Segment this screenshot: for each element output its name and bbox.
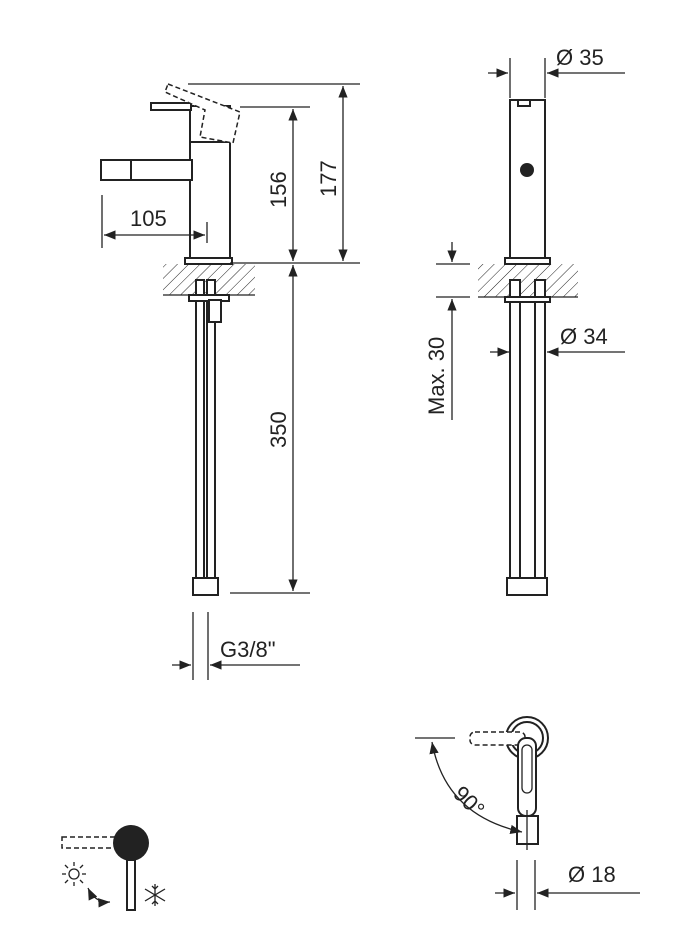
dim-hose-length: 350 (266, 411, 291, 448)
base-plate (184, 257, 233, 265)
lever-dashed (61, 836, 118, 849)
rotation-arc (429, 741, 523, 835)
dim-handle-rotation: 90° (448, 781, 489, 822)
hose (534, 279, 546, 581)
dim-spout-diameter: Ø 18 (568, 862, 616, 887)
countertop-section (478, 264, 578, 297)
mount-rod (208, 299, 222, 323)
side-view: 105 156 177 350 G3/8" (100, 83, 360, 680)
dim-spout-reach: 105 (130, 206, 167, 231)
hot-sun-icon (62, 862, 86, 886)
base-plate (504, 257, 551, 265)
dim-body-diameter: Ø 35 (556, 45, 604, 70)
dim-total-height: 177 (316, 160, 341, 197)
rotate-arrow-icon (87, 887, 111, 908)
faucet-body (189, 139, 231, 259)
hose-fitting (192, 577, 219, 596)
lever-handle (517, 737, 537, 817)
hose (206, 279, 216, 581)
lever-knob (113, 825, 149, 861)
spout-outlet (520, 163, 534, 177)
dim-hose-thread: G3/8" (220, 637, 276, 662)
top-view: 90° Ø 18 (415, 716, 640, 910)
dim-body-height: 156 (266, 171, 291, 208)
hose-fitting (506, 577, 548, 596)
lever-handle (150, 102, 192, 111)
mount-nut (504, 296, 551, 303)
cold-snowflake-icon (144, 884, 166, 906)
dim-hole-diameter: Ø 34 (560, 324, 608, 349)
front-view: Ø 35 Max. 30 Ø 34 (424, 45, 625, 596)
faucet-body (509, 99, 546, 259)
hose (195, 279, 205, 581)
lever-open-position (469, 731, 526, 746)
lever-open-position (164, 83, 241, 144)
spout-nozzle (100, 159, 132, 181)
lever-slot (517, 99, 531, 107)
hose (509, 279, 521, 581)
dim-max-counter-thickness: Max. 30 (424, 337, 449, 415)
spout (129, 159, 193, 181)
hot-cold-legend (61, 825, 166, 911)
lever-stem (126, 859, 136, 911)
